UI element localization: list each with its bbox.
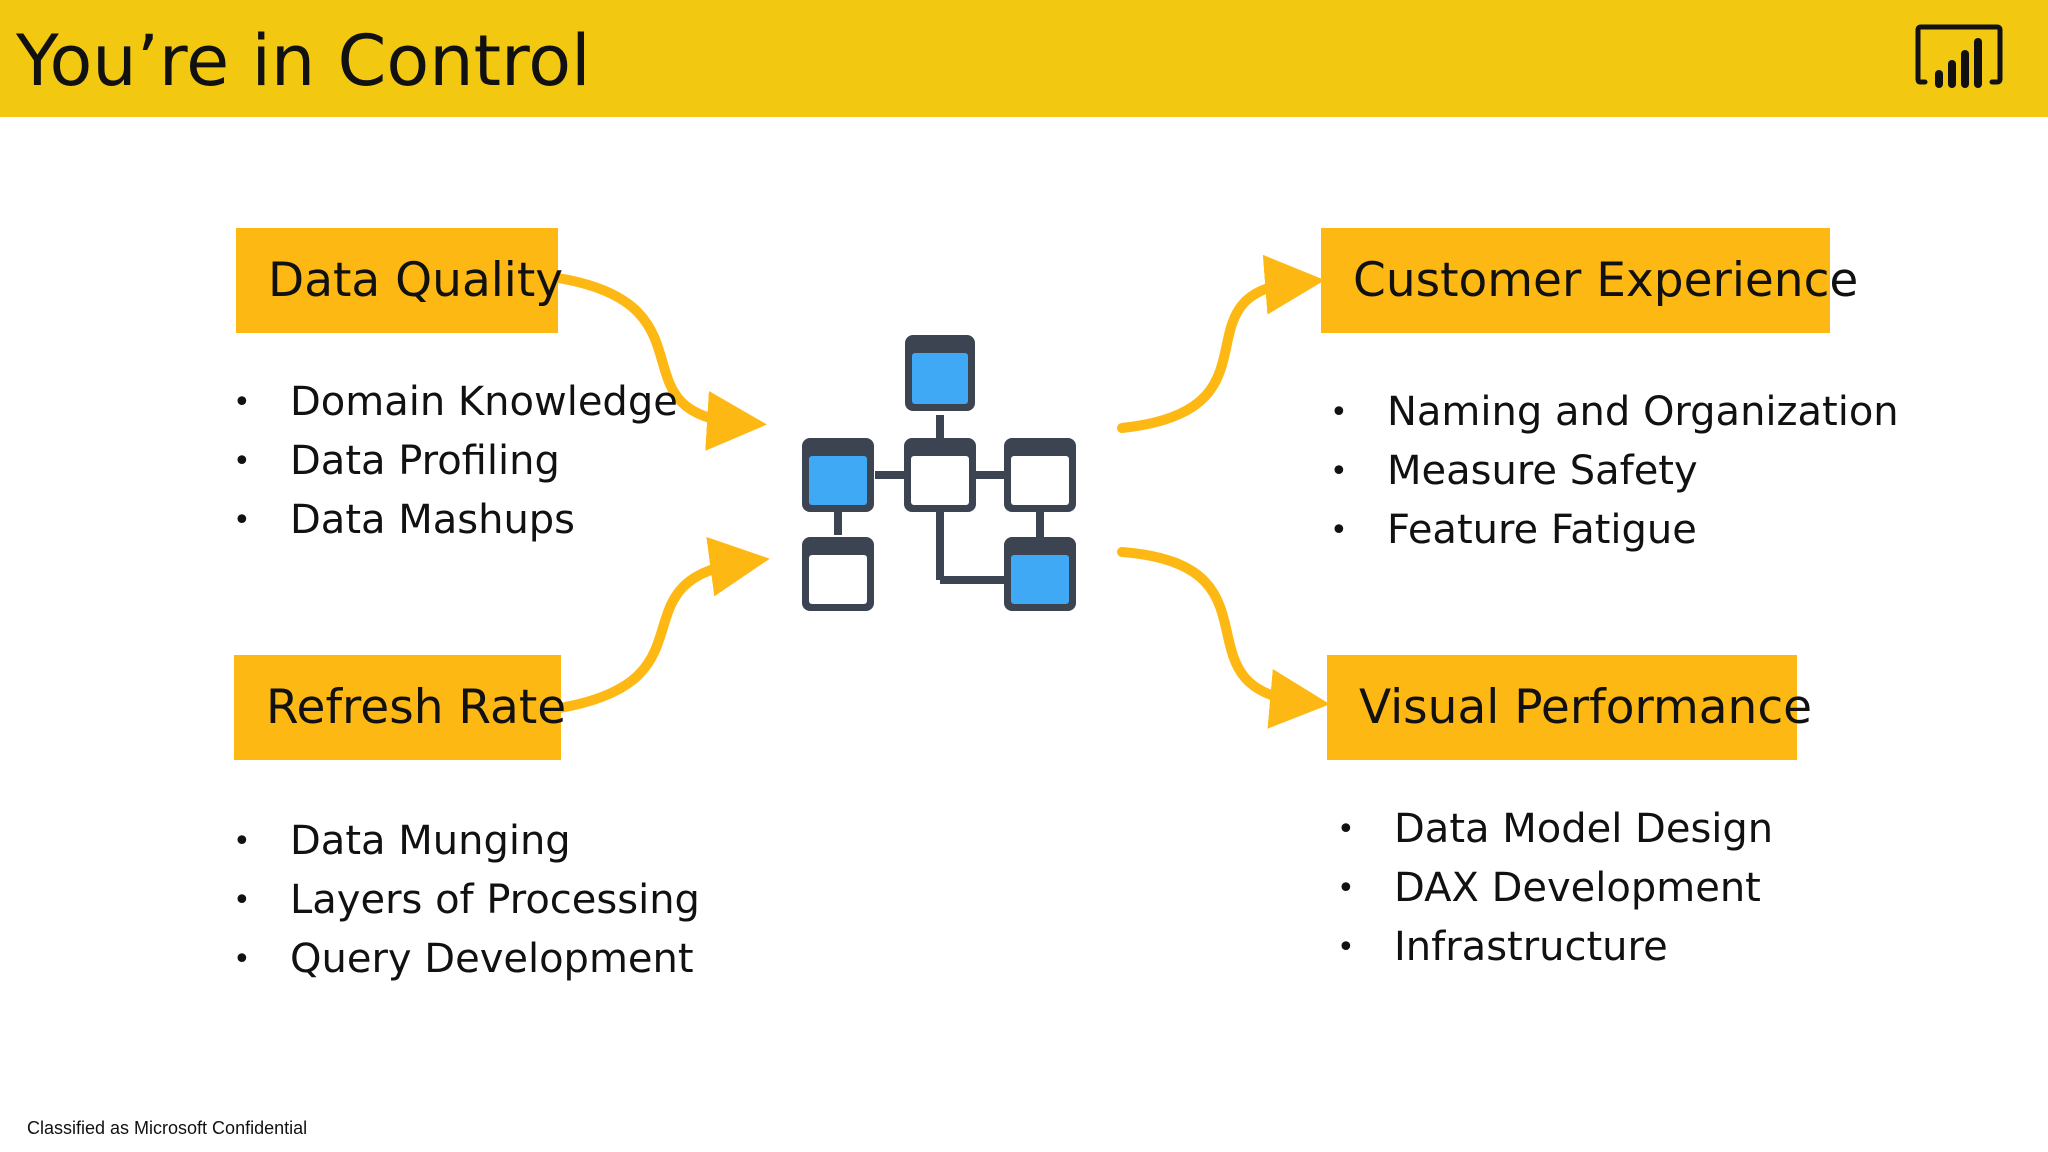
list-item: Naming and Organization	[1330, 383, 1899, 442]
slide-title: You’re in Control	[16, 20, 591, 102]
list-item: Data Model Design	[1337, 800, 1773, 859]
customer-experience-box: Customer Experience	[1321, 228, 1858, 333]
title-bar: You’re in Control	[0, 0, 2048, 117]
refresh-rate-box: Refresh Rate	[234, 655, 566, 760]
list-item: Feature Fatigue	[1330, 501, 1899, 560]
arrow-visual-performance	[1117, 547, 1330, 729]
data-quality-box: Data Quality	[236, 228, 563, 333]
list-item: Data Munging	[233, 812, 700, 871]
list-item: Query Development	[233, 930, 700, 989]
list-item: Data Profiling	[233, 432, 678, 491]
list-item: Data Mashups	[233, 491, 678, 550]
classification-label: Classified as Microsoft Confidential	[27, 1118, 308, 1138]
list-item: Infrastructure	[1337, 918, 1773, 977]
arrow-customer-experience	[1117, 254, 1325, 433]
refresh-rate-list: Data Munging Layers of Processing Query …	[233, 812, 700, 989]
customer-experience-list: Naming and Organization Measure Safety F…	[1330, 383, 1899, 560]
visual-performance-list: Data Model Design DAX Development Infras…	[1337, 800, 1773, 977]
data-model-icon	[802, 335, 1076, 611]
arrow-refresh-rate	[555, 536, 770, 713]
power-bi-icon	[1915, 24, 2003, 88]
list-item: DAX Development	[1337, 859, 1773, 918]
list-item: Layers of Processing	[233, 871, 700, 930]
list-item: Measure Safety	[1330, 442, 1899, 501]
visual-performance-box: Visual Performance	[1327, 655, 1812, 760]
list-item: Domain Knowledge	[233, 373, 678, 432]
data-quality-list: Domain Knowledge Data Profiling Data Mas…	[233, 373, 678, 550]
